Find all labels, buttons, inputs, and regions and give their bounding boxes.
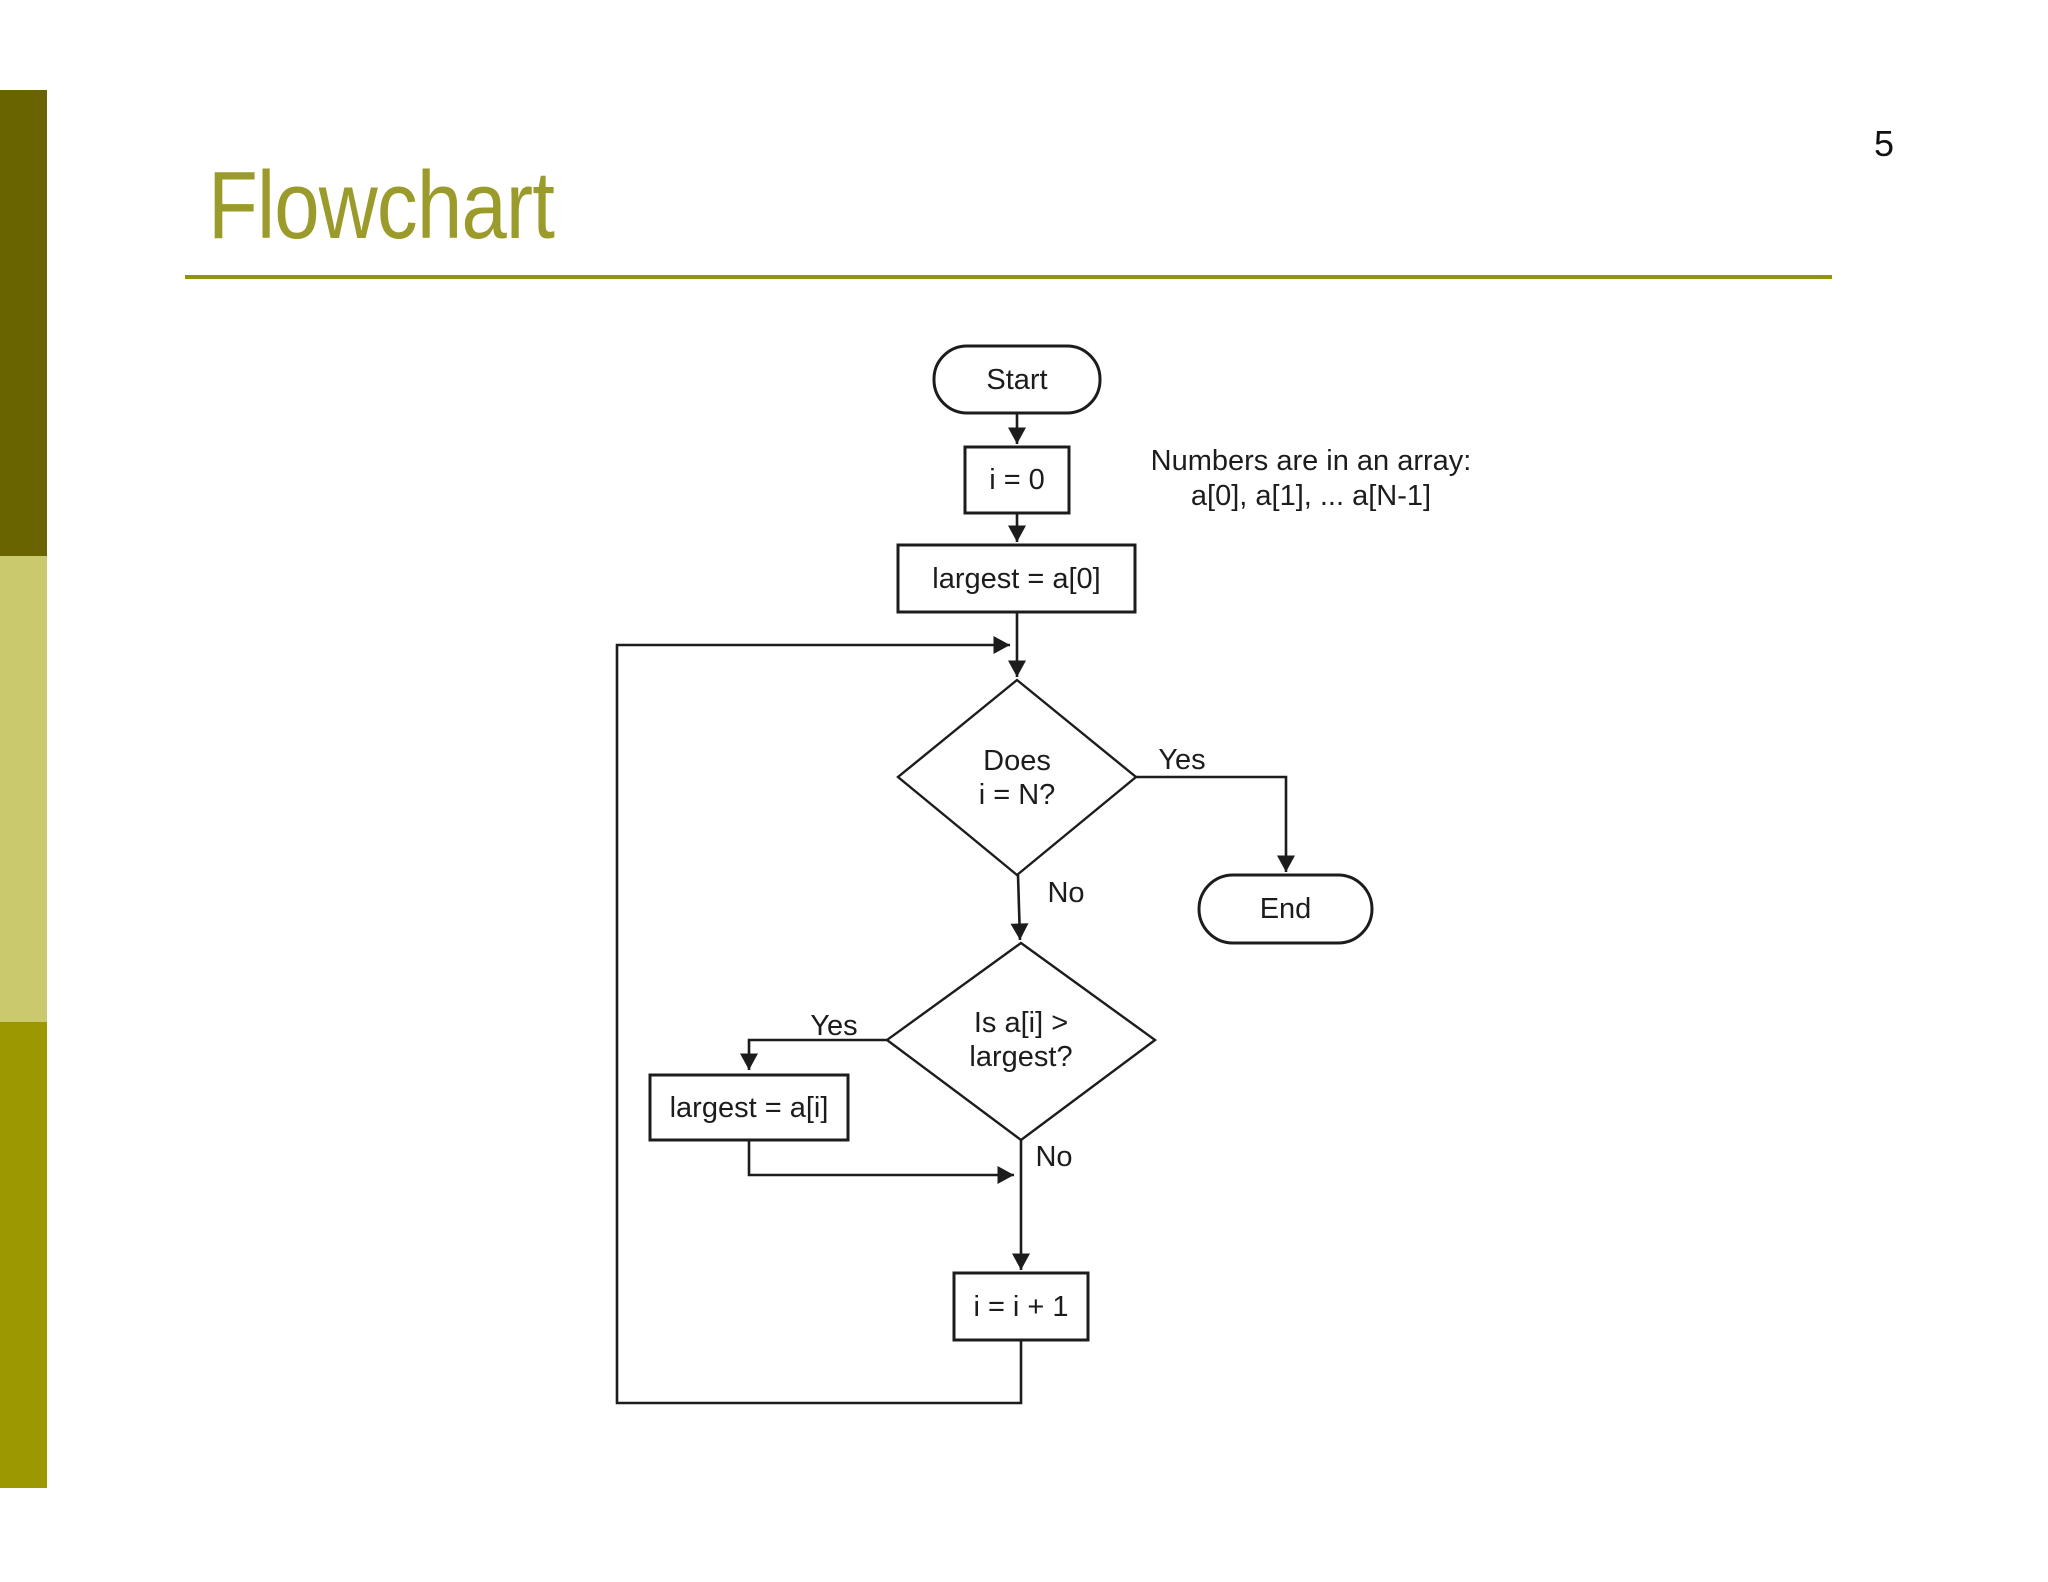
connector-loop-back <box>615 636 1023 1405</box>
end-node-shape <box>1197 873 1374 945</box>
connector-decision2-yes-to-assign-new <box>740 1038 887 1070</box>
slide-title: Flowchart <box>208 152 555 259</box>
accent-bar-segment-medium <box>0 1022 47 1488</box>
decision2-yes-label: Yes <box>810 1010 858 1042</box>
array-annotation-line1: Numbers are in an array: <box>1150 445 1472 477</box>
start-node-label: Start <box>986 363 1048 396</box>
title-underline <box>185 275 1832 279</box>
start-node-shape <box>932 344 1102 415</box>
assign-new-node-label: largest = a[i] <box>669 1091 829 1124</box>
array-annotation: Numbers are in an array: a[0], a[1], ...… <box>1121 444 1501 514</box>
accent-bar-segment-dark <box>0 90 47 556</box>
connector-decision1-no <box>1010 874 1029 941</box>
decision2-no-label: No <box>1035 1141 1073 1173</box>
increment-node-label: i = i + 1 <box>973 1290 1069 1323</box>
decision1-node-shape <box>896 678 1138 877</box>
assign-first-node-label: largest = a[0] <box>932 562 1101 595</box>
init-node-label: i = 0 <box>989 464 1045 496</box>
page-number: 5 <box>1874 123 1895 164</box>
decision1-node-label: Does i = N? <box>898 744 1136 812</box>
decision2-node-shape <box>884 941 1158 1142</box>
end-node-label: End <box>1259 893 1312 925</box>
assign-first-node-shape <box>896 543 1137 614</box>
decision1-label-line2: i = N? <box>978 779 1056 811</box>
decision1-yes-label: Yes <box>1158 744 1206 776</box>
decision1-label-line1: Does <box>983 745 1051 777</box>
connector-assign-new-to-no-line <box>747 1140 1014 1184</box>
init-node-shape <box>963 445 1071 515</box>
decision2-label-line1: Is a[i] > <box>973 1007 1069 1039</box>
array-annotation-line2: a[0], a[1], ... a[N-1] <box>1190 480 1432 512</box>
accent-bar-segment-light <box>0 556 47 1022</box>
decision2-label-line2: largest? <box>969 1041 1073 1073</box>
assign-new-node-shape <box>648 1073 850 1142</box>
connector-decision1-yes-to-end <box>1136 775 1295 872</box>
decision1-no-label: No <box>1047 877 1085 909</box>
decision2-node-label: Is a[i] > largest? <box>887 1006 1155 1074</box>
increment-node-shape <box>952 1271 1090 1342</box>
